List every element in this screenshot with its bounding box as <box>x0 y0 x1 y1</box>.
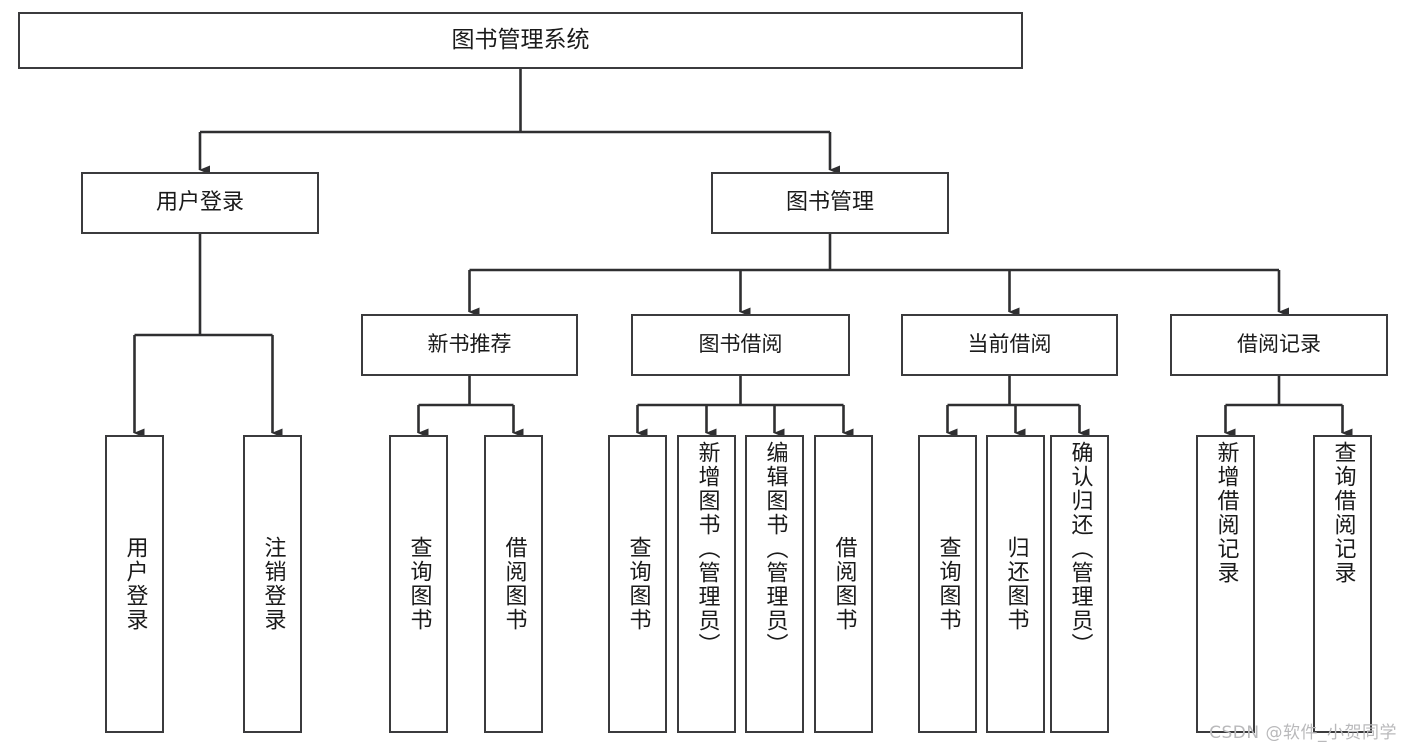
node-leaf-edit-book[interactable]: 编辑图书（管理员） <box>745 435 804 733</box>
node-leaf-query-book-borrow[interactable]: 查询图书 <box>608 435 667 733</box>
node-n-current-borrow[interactable]: 当前借阅 <box>901 314 1118 376</box>
node-root-root[interactable]: 图书管理系统 <box>18 12 1023 69</box>
node-leaf-user-login[interactable]: 用户登录 <box>105 435 164 733</box>
node-label: 用户登录 <box>155 189 244 215</box>
node-leaf-return-book[interactable]: 归还图书 <box>986 435 1045 733</box>
node-label: 编辑图书（管理员） <box>762 441 788 657</box>
node-label: 注销登录 <box>260 536 286 632</box>
node-label: 借阅图书 <box>831 536 857 632</box>
connector-paths <box>133 69 1353 438</box>
node-label: 图书借阅 <box>698 332 783 357</box>
node-leaf-logout[interactable]: 注销登录 <box>243 435 302 733</box>
node-leaf-query-book-current[interactable]: 查询图书 <box>918 435 977 733</box>
node-label: 确认归还（管理员） <box>1067 441 1093 657</box>
node-n-user-login[interactable]: 用户登录 <box>81 172 319 234</box>
node-label: 借阅图书 <box>501 536 527 632</box>
node-label: 查询图书 <box>935 536 961 632</box>
node-label: 查询图书 <box>406 536 432 632</box>
node-label: 当前借阅 <box>967 332 1052 357</box>
node-n-new-book-rec[interactable]: 新书推荐 <box>361 314 578 376</box>
node-label: 图书管理系统 <box>451 26 590 53</box>
node-n-book-manage[interactable]: 图书管理 <box>711 172 949 234</box>
node-label: 新书推荐 <box>427 332 512 357</box>
node-leaf-add-book[interactable]: 新增图书（管理员） <box>677 435 736 733</box>
node-leaf-query-book-rec[interactable]: 查询图书 <box>389 435 448 733</box>
node-label: 新增借阅记录 <box>1213 441 1239 585</box>
node-label: 查询图书 <box>625 536 651 632</box>
node-n-borrow-record[interactable]: 借阅记录 <box>1170 314 1388 376</box>
node-n-book-borrow[interactable]: 图书借阅 <box>631 314 850 376</box>
node-label: 查询借阅记录 <box>1330 441 1356 585</box>
node-label: 图书管理 <box>785 189 874 215</box>
node-leaf-confirm-return[interactable]: 确认归还（管理员） <box>1050 435 1109 733</box>
node-leaf-query-borrow-record[interactable]: 查询借阅记录 <box>1313 435 1372 733</box>
node-label: 借阅记录 <box>1237 332 1321 357</box>
node-leaf-add-borrow-record[interactable]: 新增借阅记录 <box>1196 435 1255 733</box>
node-leaf-borrow-book[interactable]: 借阅图书 <box>814 435 873 733</box>
node-label: 归还图书 <box>1003 536 1029 632</box>
node-label: 用户登录 <box>122 536 148 632</box>
node-leaf-borrow-book-rec[interactable]: 借阅图书 <box>484 435 543 733</box>
node-label: 新增图书（管理员） <box>694 441 720 657</box>
